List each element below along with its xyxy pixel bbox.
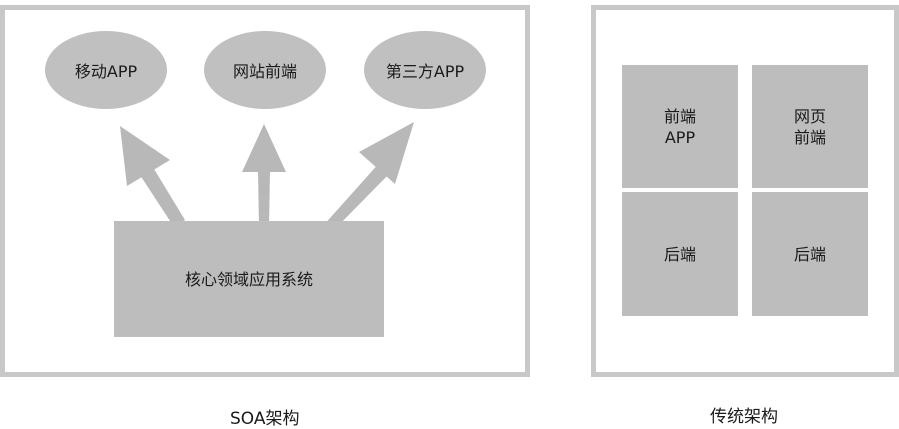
client-node-website-frontend: 网站前端 [204,31,326,109]
client-node-label: 移动APP [74,62,138,81]
arrow-to-website-frontend [258,172,270,227]
cell-label: 后端 [793,244,826,264]
cell-backend-right: 后端 [752,192,868,316]
arrow-to-third-party-app [322,161,393,232]
traditional-caption: 传统架构 [710,407,778,427]
client-node-third-party-app: 第三方APP [364,31,486,109]
client-node-mobile-app: 移动APP [45,31,167,109]
client-node-label: 第三方APP [385,62,465,81]
cell-label: 前端 APP [663,106,696,147]
cell-web-frontend: 网页 前端 [752,65,868,188]
arrow-head-mobile-app [120,126,170,186]
arrow-to-mobile-app [138,164,185,227]
soa-caption: SOA架构 [230,409,300,429]
arrow-head-website-frontend [242,124,286,172]
core-domain-system: 核心领域应用系统 [114,221,384,337]
core-domain-system-label: 核心领域应用系统 [184,269,313,289]
client-node-label: 网站前端 [232,62,297,81]
cell-label: 网页 前端 [793,106,826,147]
arrow-head-third-party-app [359,122,414,184]
cell-label: 后端 [663,244,696,264]
cell-backend-left: 后端 [622,192,738,316]
cell-frontend-app: 前端 APP [622,65,738,188]
